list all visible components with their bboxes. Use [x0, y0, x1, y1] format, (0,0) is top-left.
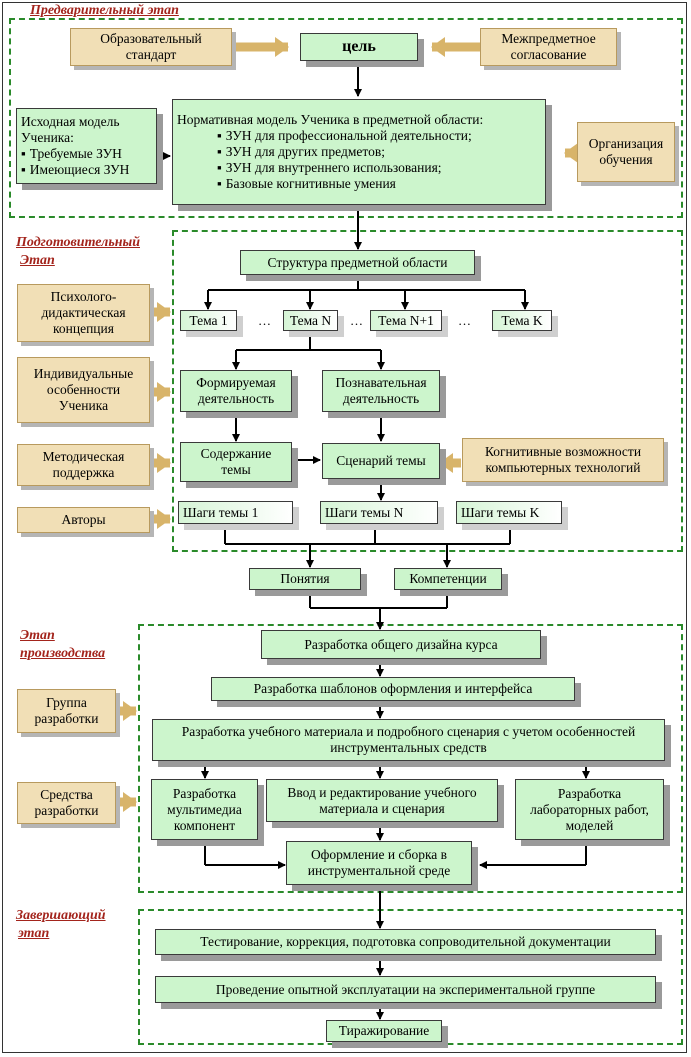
theme-k-box: Тема K: [492, 310, 552, 331]
normative-model-title: Нормативная модель Ученика в предметной …: [177, 112, 484, 127]
multimedia-box: Разработка мультимедиа компонент: [151, 779, 258, 840]
psych-didactic-box: Психолого-дидактическая концепция: [17, 284, 150, 342]
section-prelim: [9, 18, 683, 218]
stage-prod-label: Этап производства: [20, 627, 105, 663]
normative-model-item: Базовые когнитивные умения: [217, 176, 472, 192]
theme-n-box: Тема N: [283, 310, 338, 331]
replication-box: Тиражирование: [326, 1020, 442, 1042]
input-editing-box: Ввод и редактирование учебного материала…: [266, 779, 498, 822]
normative-model-item: ЗУН для профессиональной деятельности;: [217, 128, 472, 144]
learning-material-box: Разработка учебного материала и подробно…: [152, 719, 665, 761]
stage-prod-line1: Этап: [20, 628, 55, 643]
normative-model-item: ЗУН для других предметов;: [217, 144, 472, 160]
goal-box: цель: [300, 33, 418, 61]
initial-model-box: Исходная модель Ученика: Требуемые ЗУН И…: [16, 108, 157, 184]
stage-prep-label: Подготовительный Этап: [16, 234, 140, 270]
theme-content-box: Содержание темы: [180, 442, 292, 482]
initial-model-list: Требуемые ЗУН Имеющиеся ЗУН: [21, 146, 130, 178]
templates-box: Разработка шаблонов оформления и интерфе…: [211, 677, 575, 701]
cognitive-activity-box: Познавательная деятельность: [322, 370, 440, 412]
concepts-box: Понятия: [249, 568, 361, 590]
section-prep: [172, 230, 683, 552]
computer-tech-box: Когнитивные возможности компьютерных тех…: [462, 438, 664, 482]
ellipsis-1: …: [258, 313, 271, 328]
stage-final-line1: Завершающий: [16, 908, 106, 923]
stage-prelim-label: Предварительный этап: [30, 3, 179, 18]
organization-box: Организация обучения: [577, 122, 675, 182]
competencies-box: Компетенции: [394, 568, 502, 590]
stage-prep-line1: Подготовительный: [16, 235, 140, 250]
method-support-box: Методическая поддержка: [17, 444, 150, 486]
educational-standard-box: Образовательный стандарт: [70, 28, 232, 66]
steps-theme-1-box: Шаги темы 1: [178, 501, 293, 524]
theme-1-box: Тема 1: [180, 310, 237, 331]
normative-model-item: ЗУН для внутреннего использования;: [217, 160, 472, 176]
steps-theme-n-box: Шаги темы N: [320, 501, 438, 524]
ellipsis-3: …: [458, 313, 471, 328]
normative-model-box: Нормативная модель Ученика в предметной …: [172, 99, 546, 205]
theme-n1-box: Тема N+1: [370, 310, 442, 331]
section-prod: [138, 624, 683, 893]
dev-tools-box: Средства разработки: [17, 782, 116, 824]
trial-operation-box: Проведение опытной эксплуатации на экспе…: [155, 976, 656, 1003]
assembly-box: Оформление и сборка в инструментальной с…: [286, 841, 472, 885]
subject-structure-box: Структура предметной области: [240, 250, 475, 275]
ellipsis-2: …: [350, 313, 363, 328]
theme-scenario-box: Сценарий темы: [322, 443, 440, 479]
individual-features-box: Индивидуальные особенности Ученика: [17, 357, 150, 423]
stage-prep-line2: Этап: [20, 253, 55, 268]
initial-model-item: Имеющиеся ЗУН: [21, 162, 130, 178]
formed-activity-box: Формируемая деятельность: [180, 370, 292, 412]
initial-model-title: Исходная модель Ученика:: [21, 114, 120, 145]
stage-prod-line2: производства: [20, 646, 106, 661]
testing-box: Тестирование, коррекция, подготовка сопр…: [155, 929, 656, 955]
dev-group-box: Группа разработки: [17, 689, 116, 733]
stage-final-line2: этап: [18, 926, 50, 941]
interdisciplinary-coord-box: Межпредметное согласование: [480, 28, 617, 66]
normative-model-list: ЗУН для профессиональной деятельности; З…: [177, 128, 472, 192]
stage-final-label: Завершающий этап: [16, 907, 106, 943]
initial-model-item: Требуемые ЗУН: [21, 146, 129, 162]
authors-box: Авторы: [17, 507, 150, 533]
section-final: [138, 909, 683, 1045]
course-design-box: Разработка общего дизайна курса: [261, 630, 541, 659]
lab-works-box: Разработка лабораторных работ, моделей: [515, 779, 664, 840]
steps-theme-k-box: Шаги темы K: [456, 501, 562, 524]
